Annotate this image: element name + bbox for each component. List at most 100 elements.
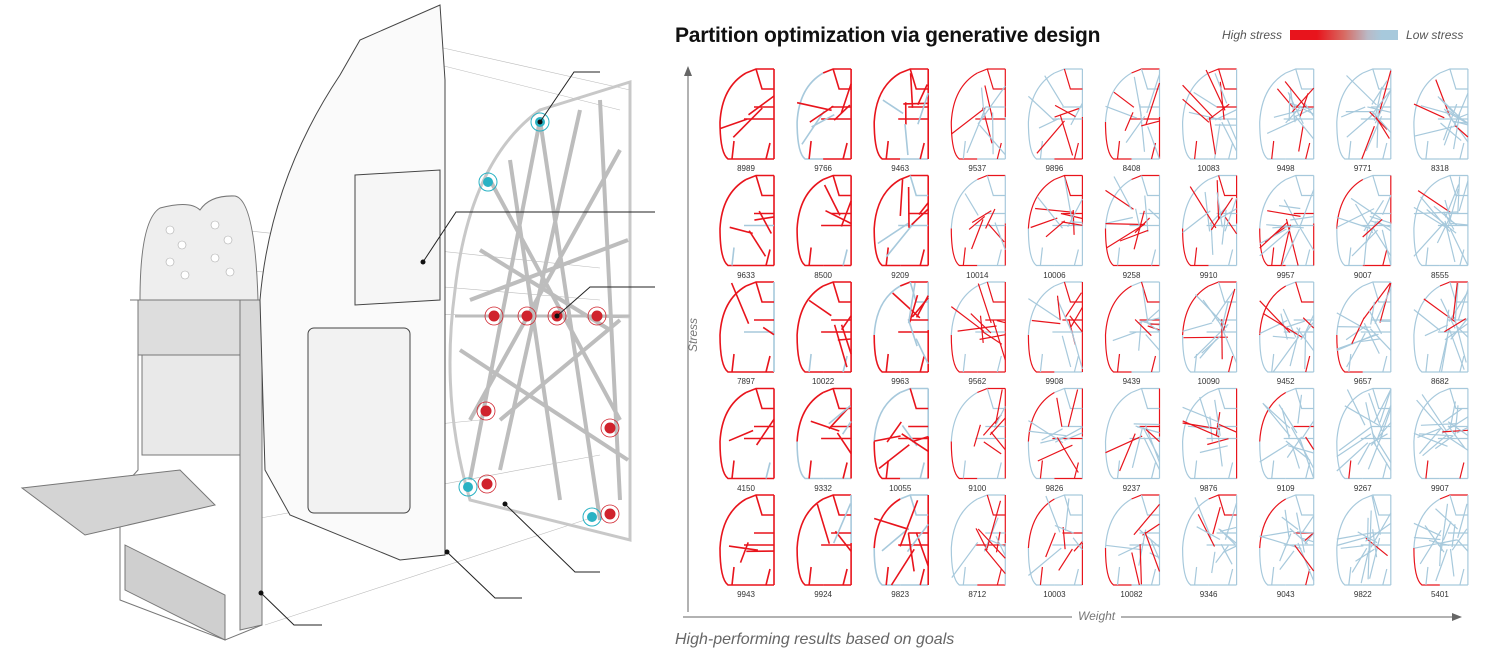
structural-member <box>1140 494 1160 516</box>
structural-member <box>1336 216 1371 230</box>
structural-member <box>1116 460 1121 479</box>
structural-member <box>1259 178 1287 229</box>
structural-member <box>1218 68 1237 90</box>
structural-member <box>1228 249 1234 266</box>
structural-member <box>1216 192 1223 228</box>
structural-member <box>1262 402 1291 437</box>
structural-member <box>1215 545 1229 564</box>
structural-member <box>1182 178 1209 229</box>
structural-member <box>1281 407 1290 439</box>
design-cell <box>1413 281 1469 373</box>
design-weight-label: 10055 <box>889 483 912 493</box>
structural-member <box>823 184 841 216</box>
structural-member <box>1105 216 1133 224</box>
structural-member <box>1448 291 1469 322</box>
structural-member <box>758 210 773 234</box>
structural-member <box>1148 309 1160 320</box>
structural-member <box>796 391 824 442</box>
structural-member <box>1104 441 1132 480</box>
structural-member <box>1336 312 1370 332</box>
structural-member <box>1031 319 1061 325</box>
structural-member <box>1447 425 1466 449</box>
structural-member <box>808 566 812 586</box>
design-cell <box>1104 68 1161 160</box>
design-weight-label: 9537 <box>968 164 987 173</box>
design-weight-label: 9826 <box>1045 483 1064 493</box>
structural-member <box>1278 205 1301 210</box>
structural-member <box>996 568 1002 586</box>
structural-member <box>755 175 774 197</box>
structural-member <box>1069 315 1083 333</box>
structural-member <box>719 547 746 586</box>
structural-member <box>1297 542 1315 582</box>
structural-member <box>1344 405 1380 427</box>
structural-member <box>1131 428 1143 468</box>
structural-member <box>1271 460 1275 479</box>
structural-member <box>1214 399 1221 436</box>
structural-member <box>1281 516 1299 530</box>
structural-member <box>1420 423 1458 426</box>
design-cell <box>1104 494 1161 586</box>
structural-member <box>989 417 1006 436</box>
design-cell <box>1027 174 1084 267</box>
structural-member <box>1348 566 1352 586</box>
structural-member <box>1150 249 1157 266</box>
structural-member <box>1413 103 1445 119</box>
structural-member <box>745 387 774 394</box>
structural-member <box>1372 68 1391 90</box>
structural-member <box>1054 104 1076 118</box>
structural-member <box>1367 106 1391 113</box>
structural-member <box>1140 68 1160 90</box>
structural-member <box>728 545 759 551</box>
structural-member <box>765 355 771 373</box>
structural-member <box>1440 337 1449 373</box>
structural-member <box>1302 317 1315 329</box>
structural-member <box>719 178 747 229</box>
design-weight-label: 9924 <box>814 590 832 599</box>
structural-member <box>755 418 775 446</box>
structural-member <box>748 230 767 257</box>
structural-member <box>808 460 812 479</box>
structural-member <box>1447 188 1459 229</box>
structural-member <box>1295 281 1314 303</box>
structural-member <box>1369 433 1388 445</box>
structural-member <box>1372 529 1378 558</box>
structural-member <box>1028 547 1062 576</box>
structural-member <box>1456 426 1469 434</box>
x-axis-label: Weight <box>1072 609 1122 623</box>
structural-member <box>885 460 889 479</box>
structural-member <box>1064 177 1074 226</box>
structural-member <box>1374 288 1392 324</box>
structural-member <box>1297 394 1303 424</box>
design-weight-label: 9100 <box>968 483 987 493</box>
structural-member <box>1437 96 1454 113</box>
y-axis-label: Stress <box>686 317 700 352</box>
structural-member <box>731 353 735 373</box>
structural-member <box>950 441 978 480</box>
structural-member <box>745 68 774 74</box>
structural-member <box>962 566 966 586</box>
structural-member <box>1136 426 1160 434</box>
structural-member <box>1285 106 1301 124</box>
structural-member <box>966 106 987 154</box>
structural-member <box>1336 208 1375 228</box>
structural-member <box>1379 389 1392 423</box>
design-cell <box>1104 281 1161 373</box>
structural-member <box>1145 321 1160 332</box>
structural-member <box>919 355 925 373</box>
structural-member <box>979 315 984 343</box>
structural-member <box>995 389 1003 425</box>
structural-member <box>745 174 774 181</box>
structural-member <box>1449 548 1455 577</box>
structural-member <box>1378 70 1392 114</box>
structural-member <box>962 140 966 160</box>
structural-member <box>1439 281 1468 287</box>
structural-member <box>1205 69 1226 111</box>
structural-member <box>1267 210 1301 217</box>
structural-member <box>1194 497 1212 539</box>
structural-member <box>1149 552 1160 559</box>
structural-member <box>1362 68 1391 74</box>
structural-member <box>1054 174 1083 181</box>
structural-member <box>731 247 735 266</box>
structural-member <box>908 294 919 323</box>
